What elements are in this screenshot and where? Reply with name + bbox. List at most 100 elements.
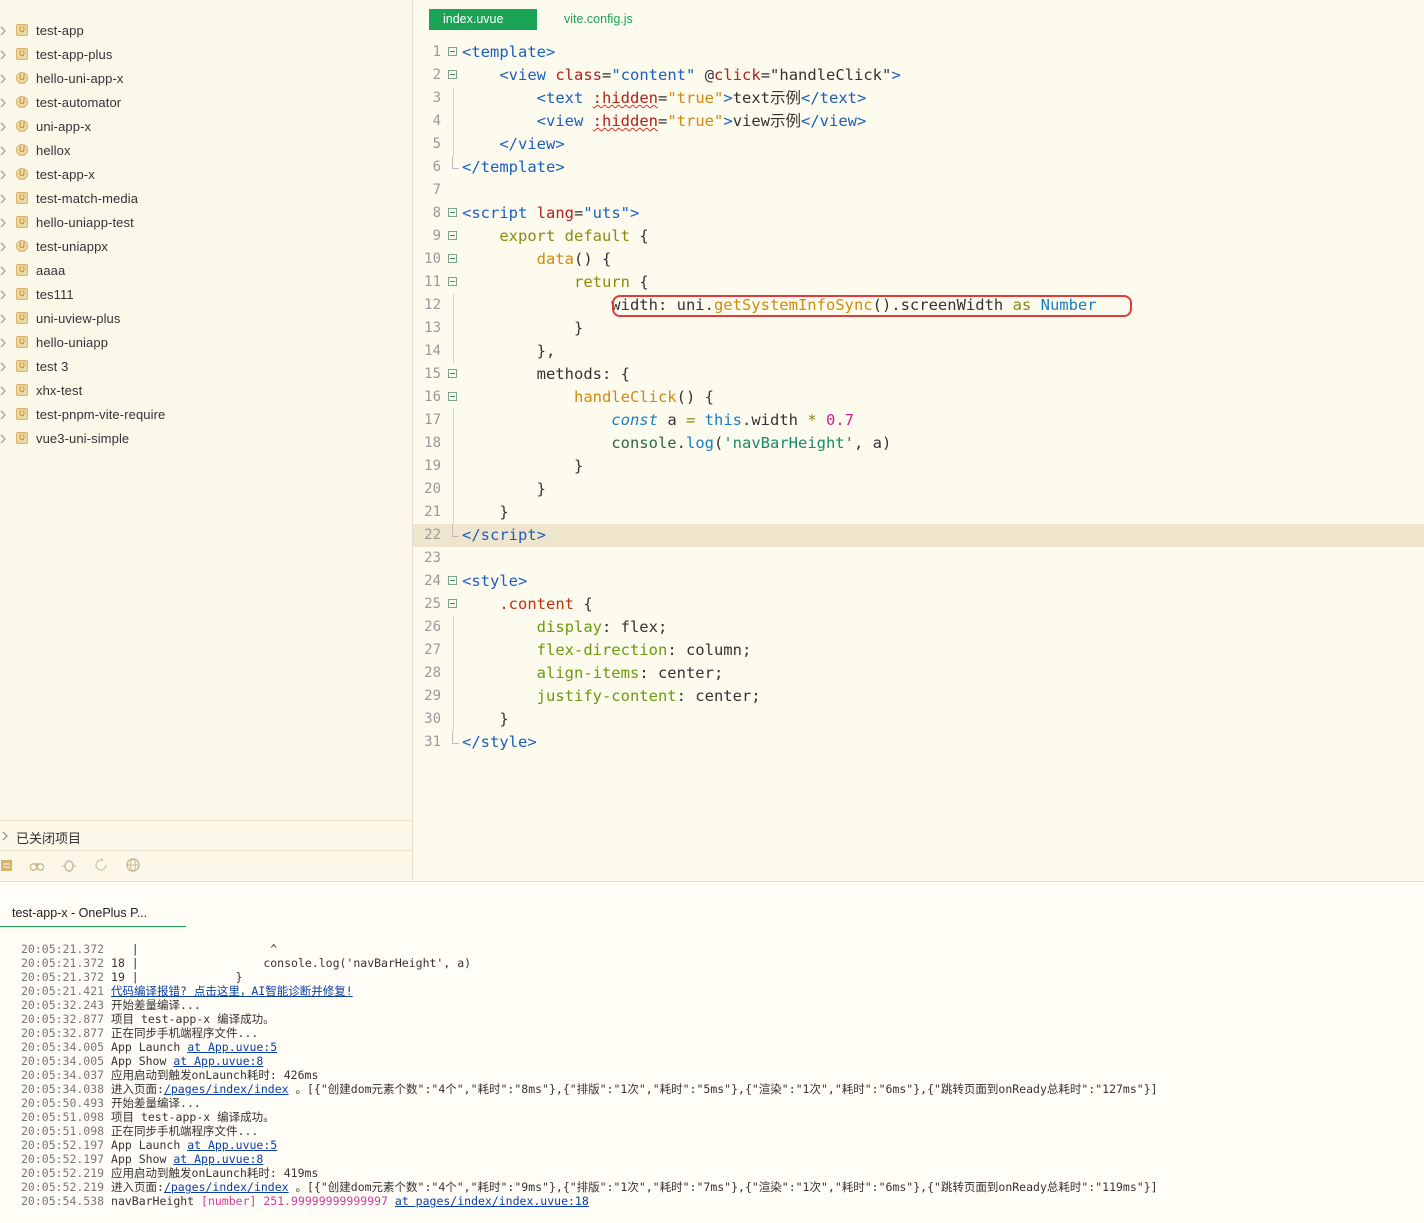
console-tab[interactable]: test-app-x - OnePlus P... [0, 894, 186, 927]
log-timestamp: 20:05:34.005 [21, 1040, 105, 1054]
code-line[interactable]: 7 [413, 179, 1424, 202]
fold-toggle-icon[interactable] [448, 254, 457, 263]
tab-vite-config[interactable]: vite.config.js [564, 12, 633, 26]
project-manager-icon[interactable] [0, 857, 16, 873]
log-link[interactable]: at App.uvue:5 [187, 1138, 278, 1152]
code-line[interactable]: 29 justify-content: center; [413, 685, 1424, 708]
chevron-right-icon[interactable] [0, 289, 6, 301]
bug-icon[interactable] [61, 857, 77, 873]
closed-projects-row[interactable]: 已关闭项目 [0, 820, 412, 851]
code-line[interactable]: 17 const a = this.width * 0.7 [413, 409, 1424, 432]
log-link[interactable]: /pages/index/index [163, 1082, 289, 1096]
log-text: 应用启动到触发onLaunch耗时: 426ms [104, 1068, 319, 1082]
code-line[interactable]: 10 data() { [413, 248, 1424, 271]
chevron-right-icon[interactable] [0, 73, 6, 85]
code-line[interactable]: 19 } [413, 455, 1424, 478]
code-line-current[interactable]: 22</script> [413, 524, 1424, 547]
fold-toggle-icon[interactable] [448, 369, 457, 378]
code-line[interactable]: 23 [413, 547, 1424, 570]
log-link[interactable]: /pages/index/index [163, 1180, 289, 1194]
code-line[interactable]: 6</template> [413, 156, 1424, 179]
fold-toggle-icon[interactable] [448, 277, 457, 286]
chevron-right-icon[interactable] [0, 313, 6, 325]
code-line[interactable]: 31</style> [413, 731, 1424, 754]
code-line[interactable]: 25 .content { [413, 593, 1424, 616]
fold-toggle-icon[interactable] [448, 576, 457, 585]
code-line[interactable]: 8<script lang="uts"> [413, 202, 1424, 225]
code-area[interactable]: 1<template> 2 <view class="content" @cli… [413, 41, 1424, 754]
chevron-right-icon[interactable] [0, 121, 6, 133]
code-line[interactable]: 2 <view class="content" @click="handleCl… [413, 64, 1424, 87]
log-link[interactable]: at pages/index/index.uvue:18 [394, 1194, 589, 1208]
chevron-right-icon[interactable] [0, 433, 6, 445]
code-line[interactable]: 24<style> [413, 570, 1424, 593]
code-line[interactable]: 11 return { [413, 271, 1424, 294]
chevron-right-icon[interactable] [0, 97, 6, 109]
code-line[interactable]: 16 handleClick() { [413, 386, 1424, 409]
chevron-right-icon[interactable] [0, 217, 6, 229]
chevron-right-icon[interactable] [0, 337, 6, 349]
chevron-right-icon[interactable] [0, 385, 6, 397]
globe-icon[interactable] [125, 857, 141, 873]
code-editor: index.uvue vite.config.js 1<template> 2 … [413, 0, 1424, 880]
log-link[interactable]: at App.uvue:8 [173, 1152, 264, 1166]
code-line[interactable]: 4 <view :hidden="true">view示例</view> [413, 110, 1424, 133]
code-line[interactable]: 26 display: flex; [413, 616, 1424, 639]
chevron-right-icon[interactable] [0, 169, 6, 181]
fold-toggle-icon[interactable] [448, 231, 457, 240]
code-line[interactable]: 9 export default { [413, 225, 1424, 248]
code-line[interactable]: 18 console.log('navBarHeight', a) [413, 432, 1424, 455]
fold-toggle-icon[interactable] [448, 47, 457, 56]
chevron-right-icon[interactable] [0, 241, 6, 253]
chevron-right-icon[interactable] [0, 361, 6, 373]
code-line[interactable]: 21 } [413, 501, 1424, 524]
fold-toggle-icon[interactable] [448, 70, 457, 79]
code-line[interactable]: 13 } [413, 317, 1424, 340]
log-link[interactable]: 代码编译报错? 点击这里，AI智能诊断并修复! [111, 984, 353, 998]
code-line[interactable]: 5 </view> [413, 133, 1424, 156]
fold-toggle-icon[interactable] [448, 599, 457, 608]
refresh-icon[interactable] [93, 857, 109, 873]
log-link[interactable]: at App.uvue:5 [187, 1040, 278, 1054]
chevron-right-icon[interactable] [0, 409, 6, 421]
chevron-right-icon[interactable] [0, 145, 6, 157]
code-line[interactable]: 30 } [413, 708, 1424, 731]
chevron-right-icon[interactable] [0, 49, 6, 61]
binoculars-icon[interactable] [29, 857, 45, 873]
chevron-right-icon[interactable] [0, 25, 6, 37]
chevron-right-icon[interactable] [0, 265, 6, 277]
chevron-right-icon[interactable] [0, 193, 6, 205]
fold-toggle-icon[interactable] [448, 208, 457, 217]
code-line[interactable]: 12 width: uni.getSystemInfoSync().screen… [413, 294, 1424, 317]
fold-toggle-icon[interactable] [448, 392, 457, 401]
code-line[interactable]: 20 } [413, 478, 1424, 501]
code-line[interactable]: 1<template> [413, 41, 1424, 64]
code-line[interactable]: 15 methods: { [413, 363, 1424, 386]
code-line[interactable]: 14 }, [413, 340, 1424, 363]
log-link[interactable]: at App.uvue:8 [173, 1054, 264, 1068]
code-line[interactable]: 27 flex-direction: column; [413, 639, 1424, 662]
console-log[interactable]: 20:05:21.372 | ^20:05:21.372 18 | consol… [21, 942, 1421, 1208]
tab-index-uvue[interactable]: index.uvue [429, 9, 537, 30]
project-label: test-app-x [36, 167, 95, 182]
code-line[interactable]: 28 align-items: center; [413, 662, 1424, 685]
code-line[interactable]: 3 <text :hidden="true">text示例</text> [413, 87, 1424, 110]
